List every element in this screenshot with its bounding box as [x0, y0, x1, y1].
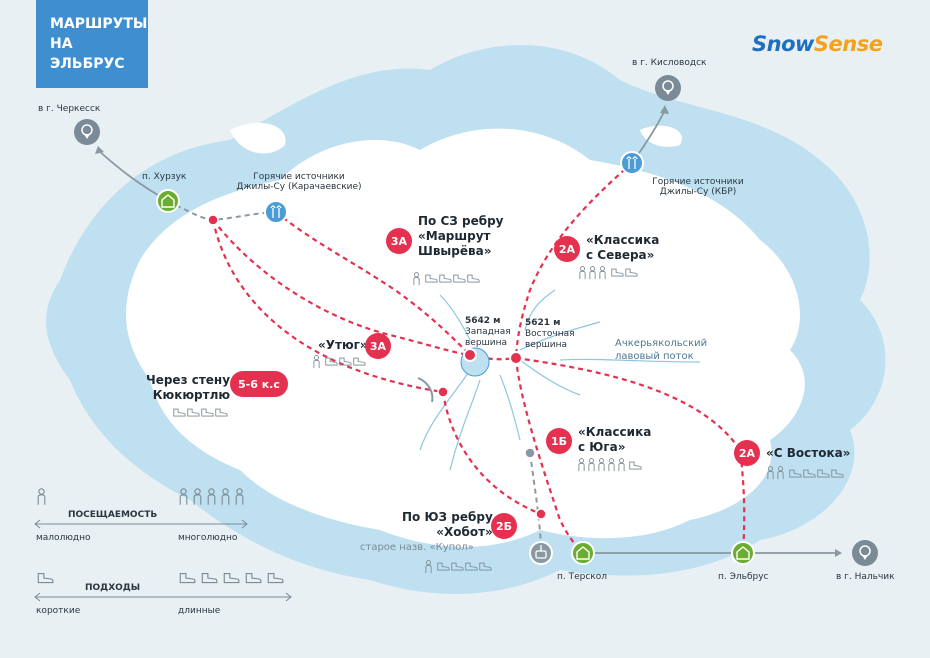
title-line-2: НА ЭЛЬБРУС: [50, 36, 125, 72]
place-kislovodsk: в г. Кисловодск: [632, 58, 707, 68]
house-icon: [731, 541, 755, 565]
peaks: [460, 347, 523, 377]
route-wall-grade: 5-6 к.с: [230, 371, 288, 397]
route-sw-path: [441, 391, 542, 516]
brand-logo: SnowSense: [752, 32, 883, 56]
place-khurzuk: п. Хурзук: [142, 172, 187, 182]
place-terskol: п. Терскол: [557, 572, 607, 582]
route-sw-grade: 2Б: [491, 513, 517, 539]
place-springs-east: Горячие источники Джилы-Су (КБР): [652, 177, 744, 197]
route-wall-name: Через стену Кюкюртлю: [146, 373, 231, 402]
spring-icon: [620, 151, 644, 175]
route-north-grade: 2А: [554, 236, 580, 262]
route-utyug-path: [212, 219, 471, 357]
title-line-1: МАРШРУТЫ: [50, 16, 148, 32]
route-wall-path: [211, 219, 444, 394]
map-title: МАРШРУТЫ НА ЭЛЬБРУС: [36, 0, 148, 88]
legend-visits-high: многолюдно: [178, 533, 238, 543]
route-nw-grade: 3А: [386, 228, 412, 254]
route-sw-name: По ЮЗ ребру «Хобот»: [402, 510, 493, 539]
route-utyug-grade: 3А: [365, 333, 391, 359]
lava-flow-label: Ачкерьякольский лавовый поток: [615, 338, 708, 362]
location-pin-icon: [74, 119, 100, 145]
route-north-name: «Классика с Севера»: [586, 233, 660, 262]
route-south-path: [514, 357, 584, 554]
spring-icon: [264, 200, 288, 224]
route-nw-name: По СЗ ребру «Маршрут Швырёва»: [418, 214, 504, 258]
river-lines: [419, 289, 701, 471]
legend-approach-title: ПОДХОДЫ: [85, 583, 141, 593]
route-east-path: [515, 356, 746, 554]
place-elbrus-village: п. Эльбрус: [718, 572, 769, 582]
west-peak-marker: [463, 348, 477, 362]
east-peak-marker: [509, 351, 523, 365]
cable-car-icon: [529, 541, 553, 565]
route-nw-path: [275, 211, 471, 356]
place-springs-west: Горячие источники Джилы-Су (Карачаевские…: [236, 172, 362, 192]
route-sw-old-name: старое назв. «Купол»: [360, 542, 474, 553]
legend-visits-title: ПОСЕЩАЕМОСТЬ: [68, 510, 158, 520]
east-peak-label: 5621 м Восточная вершина: [525, 318, 575, 350]
place-nalchik: в г. Нальчик: [836, 572, 895, 582]
house-icon: [571, 541, 595, 565]
house-icon: [156, 189, 180, 213]
route-south-name: «Классика с Юга»: [578, 425, 652, 454]
west-peak-label: 5642 м Западная вершина: [465, 316, 511, 348]
legend-approach-long: длинные: [178, 606, 221, 616]
route-utyug-name: «Утюг»: [318, 338, 368, 352]
location-pin-icon: [852, 540, 878, 566]
legend-approach-short: короткие: [36, 606, 81, 616]
route-south-grade: 1Б: [546, 428, 572, 454]
location-pin-icon: [655, 75, 681, 101]
legend: [34, 488, 292, 602]
snow-zone: [126, 122, 805, 547]
route-east-grade: 2А: [734, 440, 760, 466]
waypoints: [207, 214, 547, 520]
legend-visits-low: малолюдно: [36, 533, 91, 543]
route-east-name: «С Востока»: [766, 446, 851, 460]
place-cherkessk: в г. Черкесск: [38, 104, 101, 114]
